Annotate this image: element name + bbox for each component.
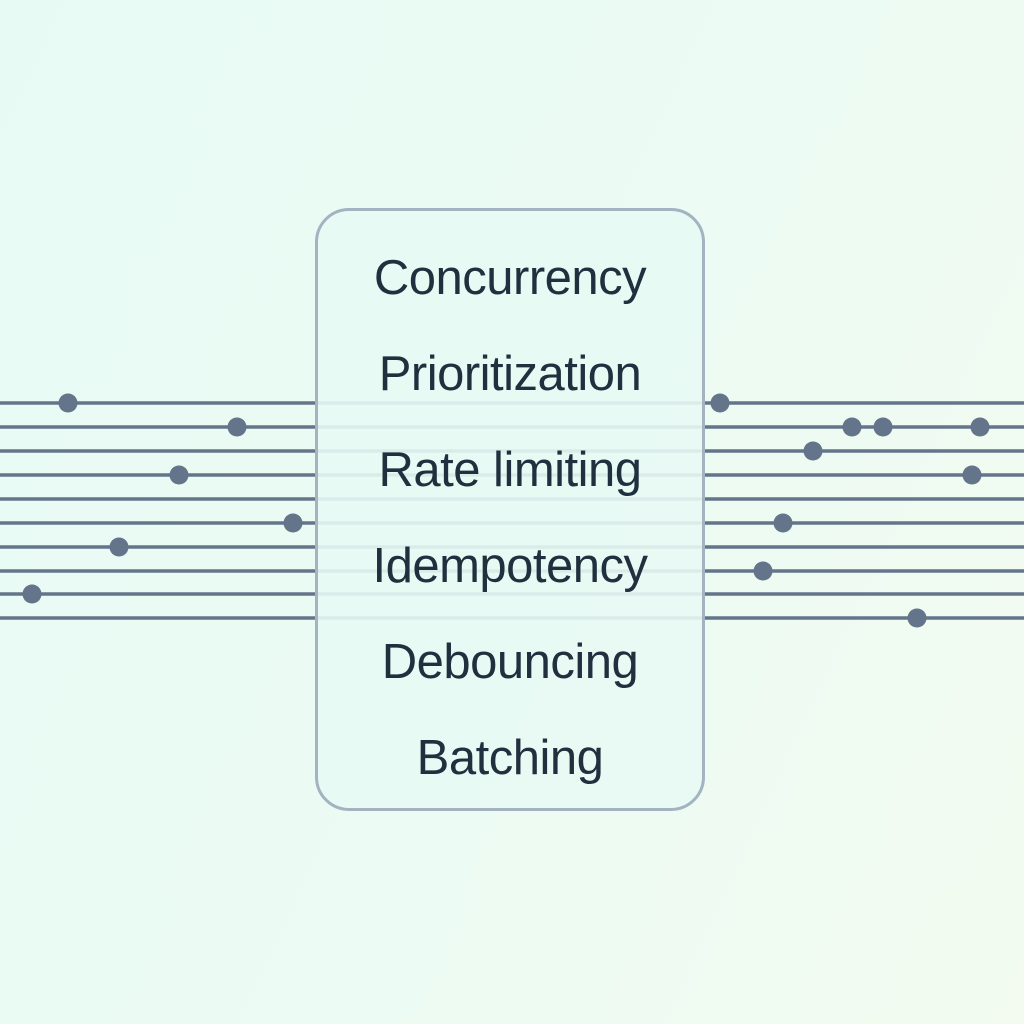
stream-dot bbox=[58, 393, 78, 413]
card-item-debouncing: Debouncing bbox=[381, 635, 639, 689]
stream-dot bbox=[710, 393, 730, 413]
stream-dot bbox=[907, 608, 927, 628]
stream-dot bbox=[169, 465, 189, 485]
card-item-idempotency: Idempotency bbox=[372, 539, 648, 593]
card-item-prioritization: Prioritization bbox=[378, 347, 642, 401]
stream-dot bbox=[109, 537, 129, 557]
stream-dot bbox=[22, 584, 42, 604]
card-item-rate-limiting: Rate limiting bbox=[378, 443, 642, 497]
stream-dot bbox=[803, 441, 823, 461]
stream-dot bbox=[773, 513, 793, 533]
card-item-batching: Batching bbox=[416, 731, 604, 785]
stream-dot bbox=[962, 465, 982, 485]
stream-dot bbox=[842, 417, 862, 437]
stream-dot bbox=[283, 513, 303, 533]
stream-dot bbox=[970, 417, 990, 437]
stream-dot bbox=[753, 561, 773, 581]
card-item-concurrency: Concurrency bbox=[373, 251, 647, 305]
stream-dot bbox=[873, 417, 893, 437]
stream-dot bbox=[227, 417, 247, 437]
